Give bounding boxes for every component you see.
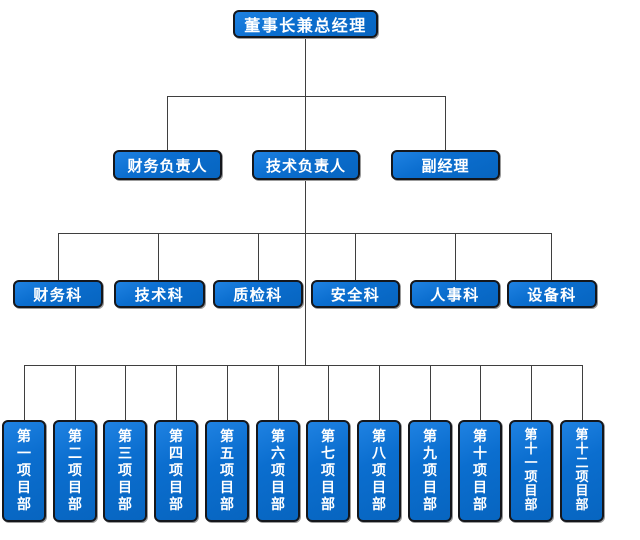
connector-line — [167, 96, 168, 150]
connector-line — [480, 365, 481, 420]
org-node-label: 第六项目部 — [271, 428, 285, 513]
org-node-project-dept-5: 第五项目部 — [205, 420, 249, 522]
org-node-project-dept-9: 第九项目部 — [408, 420, 452, 522]
org-node-project-dept-3: 第三项目部 — [103, 420, 147, 522]
org-node-finance-dept: 财务科 — [13, 280, 103, 308]
connector-line — [167, 96, 446, 97]
connector-line — [551, 233, 552, 280]
org-node-tech-lead: 技术负责人 — [252, 150, 360, 180]
connector-line — [176, 365, 177, 420]
org-node-project-dept-6: 第六项目部 — [256, 420, 300, 522]
org-node-equipment-dept: 设备科 — [507, 280, 597, 308]
org-node-safety-dept: 安全科 — [311, 280, 400, 308]
org-node-label: 第十项目部 — [473, 428, 487, 513]
org-node-label: 第十一项目部 — [524, 428, 538, 513]
org-node-label: 第二项目部 — [68, 428, 82, 513]
org-node-project-dept-2: 第二项目部 — [53, 420, 97, 522]
org-node-label: 第三项目部 — [118, 428, 132, 513]
connector-line — [455, 233, 456, 280]
connector-line — [328, 365, 329, 420]
org-node-project-dept-1: 第一项目部 — [2, 420, 46, 522]
connector-line — [430, 365, 431, 420]
connector-line — [582, 365, 583, 420]
connector-line — [58, 233, 552, 234]
org-node-label: 第一项目部 — [17, 428, 31, 513]
org-node-label: 第十二项目部 — [575, 428, 589, 513]
org-node-project-dept-10: 第十项目部 — [458, 420, 502, 522]
org-node-project-dept-11: 第十一项目部 — [509, 420, 553, 522]
connector-line — [355, 233, 356, 280]
connector-line — [75, 365, 76, 420]
connector-line — [305, 96, 306, 150]
connector-line — [278, 365, 279, 420]
org-node-project-dept-7: 第七项目部 — [306, 420, 350, 522]
org-node-label: 第九项目部 — [423, 428, 437, 513]
connector-line — [305, 38, 306, 96]
connector-line — [305, 180, 306, 365]
org-node-label: 第四项目部 — [169, 428, 183, 513]
org-node-tech-dept: 技术科 — [114, 280, 205, 308]
org-node-label: 第七项目部 — [321, 428, 335, 513]
org-node-label: 第八项目部 — [372, 428, 386, 513]
connector-line — [24, 365, 583, 366]
org-node-hr-dept: 人事科 — [410, 280, 500, 308]
org-node-project-dept-12: 第十二项目部 — [560, 420, 604, 522]
org-node-finance-lead: 财务负责人 — [113, 150, 222, 180]
connector-line — [58, 233, 59, 280]
connector-line — [125, 365, 126, 420]
connector-line — [531, 365, 532, 420]
org-node-chairman-gm: 董事长兼总经理 — [233, 10, 378, 38]
connector-line — [227, 365, 228, 420]
connector-line — [258, 233, 259, 280]
connector-line — [379, 365, 380, 420]
connector-line — [445, 96, 446, 150]
connector-line — [158, 233, 159, 280]
org-node-project-dept-4: 第四项目部 — [154, 420, 198, 522]
connector-line — [24, 365, 25, 420]
org-node-qc-dept: 质检科 — [213, 280, 303, 308]
org-node-project-dept-8: 第八项目部 — [357, 420, 401, 522]
org-node-deputy-manager: 副经理 — [391, 150, 500, 180]
org-node-label: 第五项目部 — [220, 428, 234, 513]
